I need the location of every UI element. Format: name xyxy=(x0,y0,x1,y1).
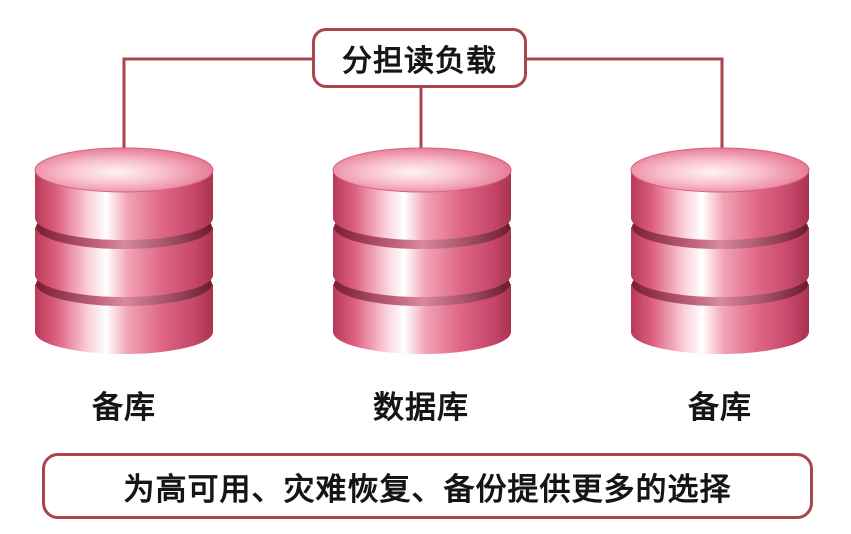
connector-lines xyxy=(122,57,724,150)
primary-db-label: 数据库 xyxy=(373,390,469,426)
benefit-caption-box: 为高可用、灾难恢复、备份提供更多的选择 xyxy=(42,453,813,519)
disk-top xyxy=(332,147,512,193)
benefit-caption-text: 为高可用、灾难恢复、备份提供更多的选择 xyxy=(123,471,732,508)
standby-db-label-right: 备库 xyxy=(688,390,752,426)
database-icon-right xyxy=(630,147,810,354)
disk-top xyxy=(630,147,810,193)
connector-left xyxy=(122,57,312,148)
database-icon-center xyxy=(332,147,512,354)
standby-db-label-left: 备库 xyxy=(92,390,156,426)
disk-top xyxy=(34,147,214,193)
connector-right xyxy=(527,57,724,150)
read-load-text: 分担读负载 xyxy=(342,44,497,79)
read-load-label: 分担读负载 xyxy=(312,28,527,88)
database-icon-left xyxy=(34,147,214,354)
